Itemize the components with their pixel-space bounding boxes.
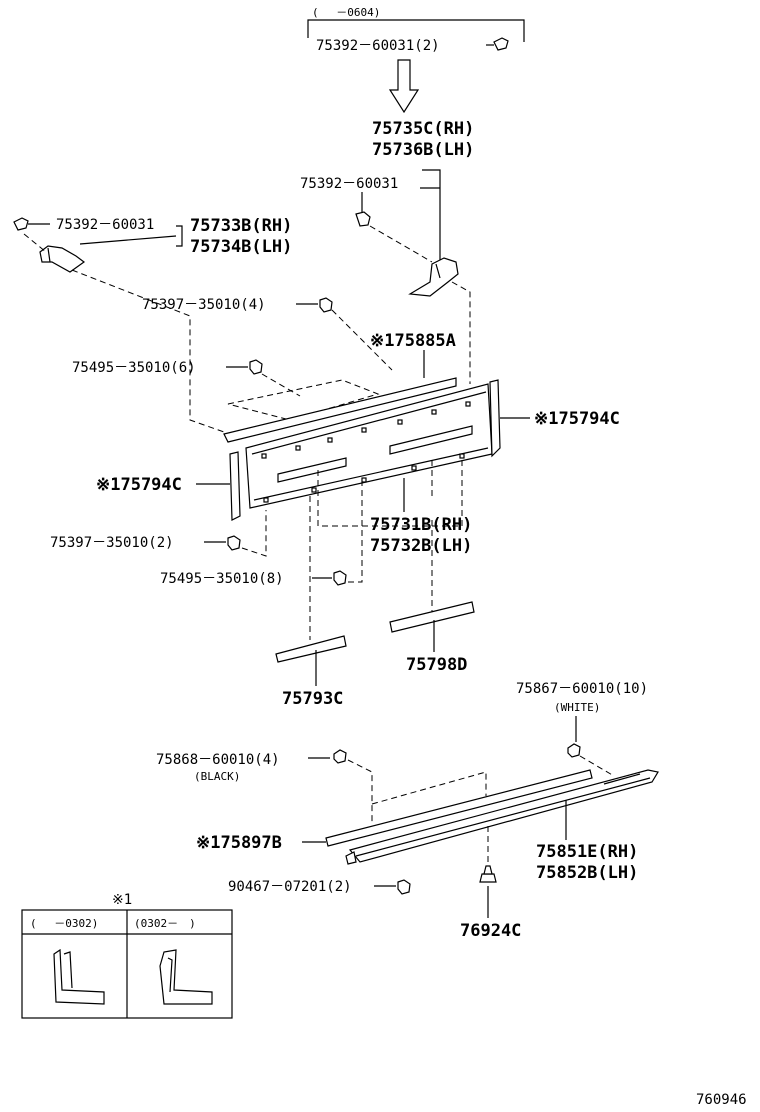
end-cap-right-part: [489, 379, 501, 458]
screw-icon: [249, 359, 263, 375]
screw-icon: [227, 535, 241, 551]
label-screw-2: 75397－35010(2): [50, 535, 174, 551]
label-end-right: ※175794C: [534, 409, 620, 429]
label-clip-black: 75868－60010(4): [156, 752, 280, 768]
rear-bracket-part: [408, 257, 459, 297]
profile-early-icon: [53, 948, 105, 1005]
label-sill-strip: ※175897B: [196, 833, 282, 853]
dash-screw-4: [331, 309, 393, 371]
strip-c-part: [275, 635, 347, 663]
label-top-range: ( －0604): [312, 6, 380, 19]
label-grommet: 76924C: [460, 921, 521, 941]
label-arrow-target-rh: 75735C(RH): [372, 119, 474, 139]
end-cap-left-part: [229, 451, 241, 521]
clip-icon: [13, 217, 29, 231]
door-panel-part: [245, 383, 493, 509]
sill-moulding-part: [345, 769, 659, 865]
label-panel-lh: 75732B(LH): [370, 536, 472, 556]
label-white-note: (WHITE): [554, 701, 600, 714]
label-screw-4: 75397－35010(4): [142, 297, 266, 313]
label-inset-col2: (0302－ ): [134, 917, 196, 930]
dash-screw-6: [227, 373, 380, 421]
screw-icon: [333, 570, 347, 586]
label-clip-mid: 75392－60031: [300, 176, 398, 192]
clip-icon: [567, 743, 581, 758]
clip-icon: [486, 37, 509, 51]
front-bracket-part: [39, 245, 86, 273]
label-screw-8: 75495－35010(8): [160, 571, 284, 587]
inset-table: [21, 909, 233, 1019]
dash-clip-black: [347, 759, 487, 824]
label-clip-white: 75867－60010(10): [516, 681, 648, 697]
dash-clip-left: [23, 233, 47, 253]
top-bracket-line: [307, 19, 525, 42]
label-clip-left: 75392－60031: [56, 217, 154, 233]
label-screw-6: 75495－35010(6): [72, 360, 196, 376]
label-top-clip: 75392－60031(2): [316, 38, 440, 54]
label-panel-rh: 75731B(RH): [370, 515, 472, 535]
label-end-left: ※175794C: [96, 475, 182, 495]
clip-icon: [355, 211, 371, 227]
label-screw-90467: 90467－07201(2): [228, 879, 352, 895]
label-strip-d: 75798D: [406, 655, 467, 675]
label-bracket-lh: 75734B(LH): [190, 237, 292, 257]
dash-panel-lower: [317, 460, 463, 527]
label-strip-c: 75793C: [282, 689, 343, 709]
grommet-icon: [479, 865, 497, 883]
dash-bracket-left: [71, 269, 225, 433]
strip-d-part: [389, 601, 475, 633]
figure-number: 760946: [696, 1092, 747, 1108]
dash-bracket-right: [451, 281, 471, 384]
label-inset-col1: ( －0302): [30, 917, 98, 930]
clip-icon: [333, 749, 347, 764]
dash-screw-2: [241, 510, 267, 557]
dash-screw-8: [348, 478, 363, 583]
label-moulding-top: ※175885A: [370, 331, 456, 351]
down-arrow-icon: [388, 59, 420, 114]
label-sill-lh: 75852B(LH): [536, 863, 638, 883]
bracket-rh-lh-brace: [176, 225, 183, 247]
dash-clip-white: [579, 755, 615, 777]
screw-icon: [319, 297, 333, 313]
leader-bracket: [79, 235, 177, 245]
sill-strip-part: [325, 769, 593, 847]
label-sill-rh: 75851E(RH): [536, 842, 638, 862]
label-arrow-target-lh: 75736B(LH): [372, 140, 474, 160]
label-black-note: (BLACK): [194, 770, 240, 783]
dash-clip-mid: [369, 225, 433, 263]
label-inset-mark: ※1: [112, 892, 132, 908]
panel-holes: [261, 401, 471, 503]
screw-icon: [397, 879, 411, 895]
profile-late-icon: [159, 949, 213, 1005]
label-bracket-rh: 75733B(RH): [190, 216, 292, 236]
leader-arrow-target: [422, 169, 441, 262]
upper-moulding-strip-part: [223, 377, 457, 443]
